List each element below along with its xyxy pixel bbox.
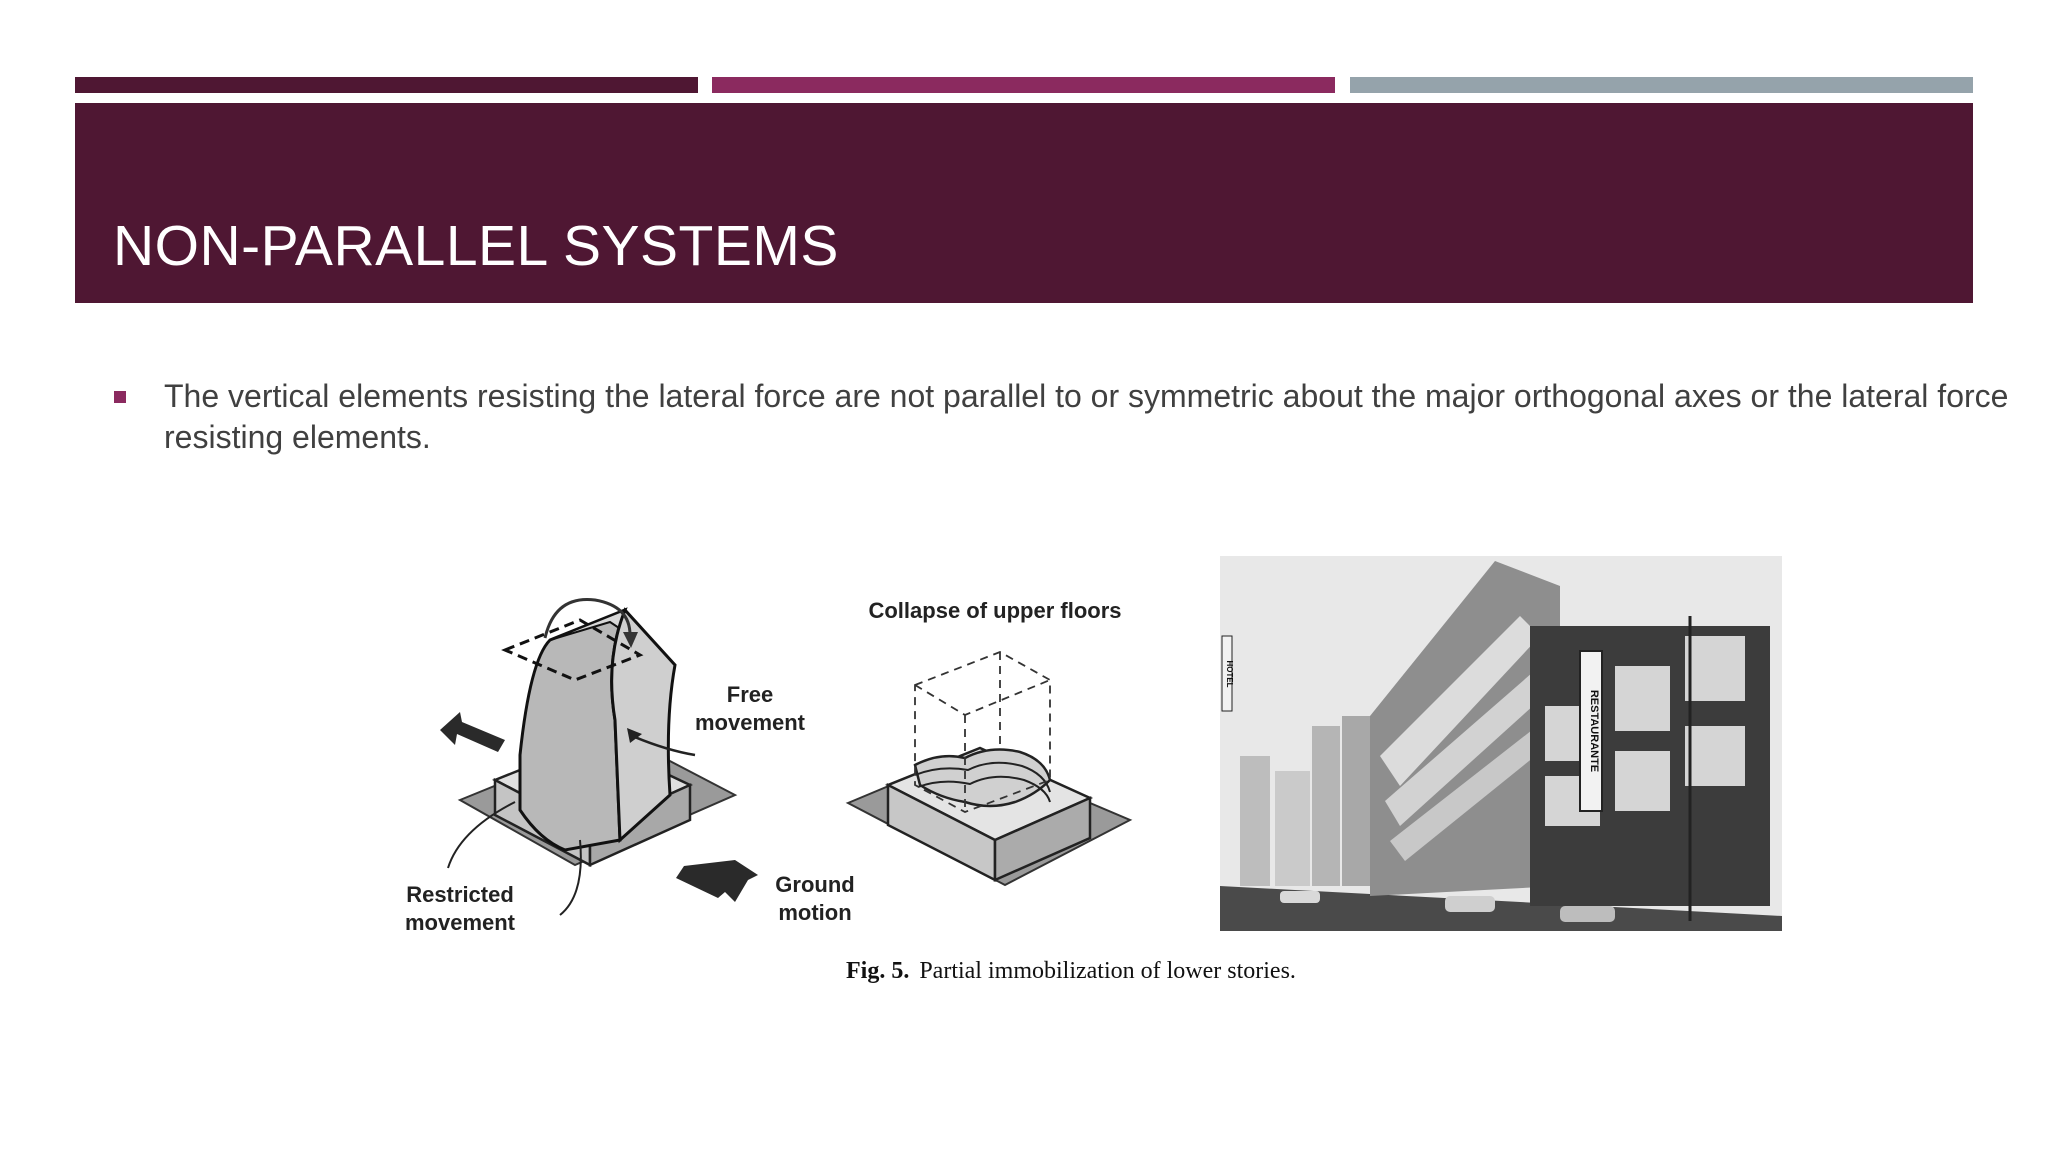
original-outline — [501, 618, 644, 682]
ground-motion-label: Ground — [775, 872, 854, 897]
svg-text:RESTAURANTE: RESTAURANTE — [1588, 690, 1600, 772]
accent-stripe-magenta — [712, 77, 1335, 93]
slide-title: NON-PARALLEL SYSTEMS — [113, 214, 839, 278]
restaurant-sign — [1579, 650, 1603, 812]
svg-text:motion: motion — [778, 900, 851, 925]
building-collapse-photo: RESTAURANTE HOTEL — [1220, 556, 1782, 931]
free-movement-label: Free — [727, 682, 773, 707]
ground-arrow-right-icon — [676, 860, 758, 902]
bullet-square-icon — [114, 391, 126, 403]
title-bar: NON-PARALLEL SYSTEMS — [75, 103, 1973, 303]
accent-stripe-gray — [1350, 77, 1973, 93]
deformed-column — [518, 607, 628, 852]
rotation-arrow-icon — [543, 597, 632, 639]
column-side — [610, 607, 677, 844]
structural-diagram: Free movement Restricted movement Ground… — [405, 597, 1133, 935]
ground-arrow-left-icon — [440, 712, 505, 752]
svg-text:movement: movement — [695, 710, 806, 735]
collapse-label: Collapse of upper floors — [868, 598, 1121, 623]
figure-number: Fig. 5. — [846, 958, 910, 984]
figure-caption: Fig. 5. Partial immobilization of lower s… — [846, 958, 1296, 985]
figure: Free movement Restricted movement Ground… — [380, 540, 1800, 1010]
street — [1220, 886, 1782, 931]
svg-text:movement: movement — [405, 910, 516, 935]
caption-text: Partial immobilization of lower stories. — [919, 958, 1296, 984]
svg-text:HOTEL: HOTEL — [1225, 660, 1234, 687]
bullet-text: The vertical elements resisting the late… — [164, 378, 2009, 455]
accent-stripe-dark — [75, 77, 698, 93]
hotel-sign — [1221, 635, 1233, 712]
restricted-movement-label: Restricted — [406, 882, 514, 907]
